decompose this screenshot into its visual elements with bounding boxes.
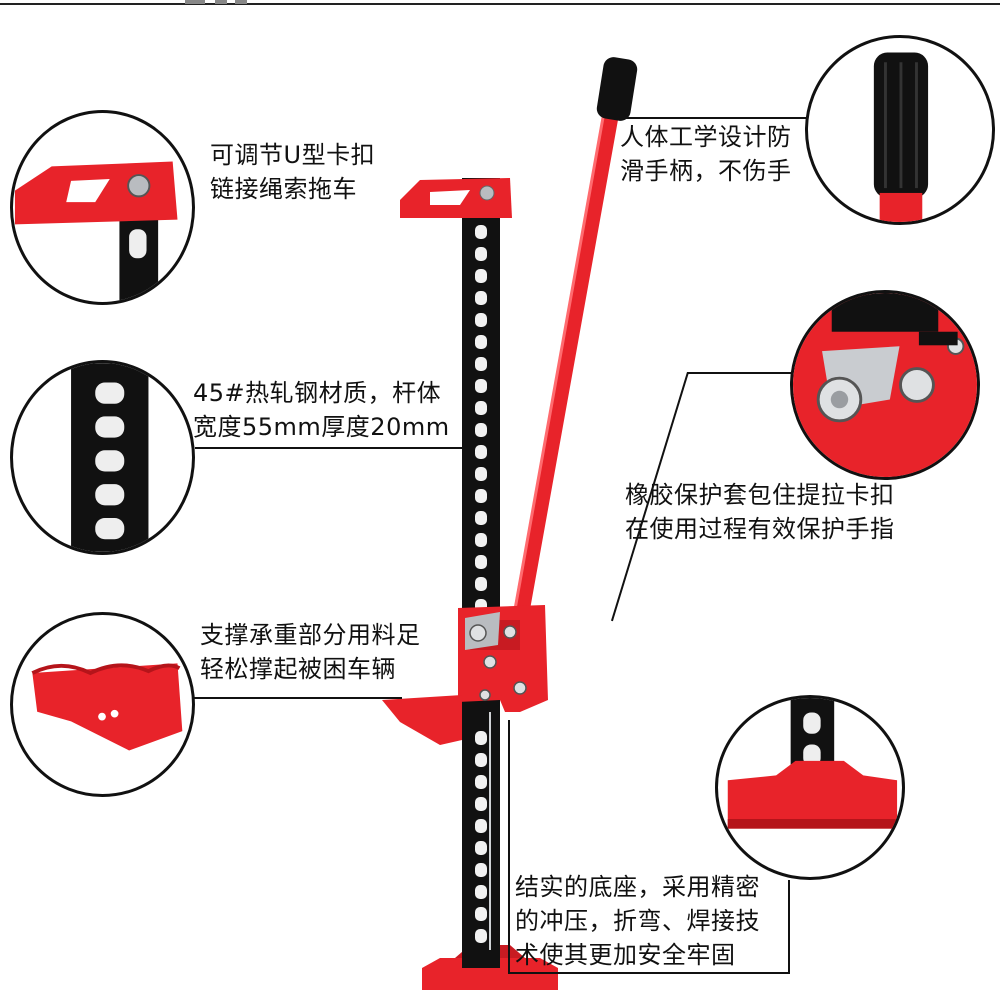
callout-line-rubber-h (687, 372, 802, 374)
bar-hole (475, 907, 487, 921)
callout-line-support (190, 697, 402, 699)
detail-circle-foot (10, 612, 195, 797)
bar-hole (475, 489, 487, 503)
bar-hole (475, 775, 487, 789)
detail-circle-bar (10, 360, 195, 555)
caption-handle: 人体工学设计防 滑手柄，不伤手 (620, 120, 792, 188)
caption-support: 支撑承重部分用料足 轻松撑起被困车辆 (200, 618, 421, 686)
detail-circle-base (715, 695, 905, 880)
bar-hole (475, 291, 487, 305)
caption-rubber: 橡胶保护套包住提拉卡扣 在使用过程有效保护手指 (625, 478, 895, 546)
bar-hole (475, 247, 487, 261)
bar-hole (475, 357, 487, 371)
bar-hole (475, 841, 487, 855)
caption-line: 滑手柄，不伤手 (620, 157, 792, 185)
bar-hole (475, 423, 487, 437)
caption-line: 术使其更加安全牢固 (515, 941, 736, 969)
bar-hole (475, 577, 487, 591)
caption-line: 在使用过程有效保护手指 (625, 515, 895, 543)
caption-base: 结实的底座，采用精密 的冲压，折弯、焊接技 术使其更加安全牢固 (515, 870, 760, 972)
caption-line: 的冲压，折弯、焊接技 (515, 907, 760, 935)
bar-hole (475, 533, 487, 547)
top-border-mark (215, 0, 227, 4)
caption-line: 链接绳索拖车 (210, 175, 357, 203)
caption-line: 橡胶保护套包住提拉卡扣 (625, 481, 895, 509)
bar-hole (475, 555, 487, 569)
caption-line: 45#热轧钢材质，杆体 (193, 379, 442, 407)
detail-circle-mechanism (790, 290, 980, 480)
bar-hole (475, 885, 487, 899)
bar-hole (475, 313, 487, 327)
bar-hole (475, 511, 487, 525)
bar-hole (475, 929, 487, 943)
bar-hole (475, 445, 487, 459)
detail-circle-u-clamp (10, 110, 195, 305)
callout-line-base-v (508, 720, 510, 972)
callout-line-base-h (508, 972, 788, 974)
top-border-mark (185, 0, 205, 4)
bar-hole (475, 269, 487, 283)
caption-line: 轻松撑起被困车辆 (200, 655, 396, 683)
bar-hole (475, 797, 487, 811)
bar-hole (475, 819, 487, 833)
caption-line: 宽度55mm厚度20mm (193, 413, 450, 441)
caption-line: 结实的底座，采用精密 (515, 873, 760, 901)
caption-line: 可调节U型卡扣 (210, 141, 376, 169)
caption-line: 人体工学设计防 (620, 123, 792, 151)
caption-material: 45#热轧钢材质，杆体 宽度55mm厚度20mm (193, 376, 450, 444)
bar-hole (475, 379, 487, 393)
callout-line-base-up (788, 880, 790, 974)
bar-hole (475, 863, 487, 877)
bar-hole (475, 467, 487, 481)
top-border-mark (235, 0, 247, 4)
bar-hole (475, 335, 487, 349)
caption-line: 支撑承重部分用料足 (200, 621, 421, 649)
detail-circle-handle (805, 35, 995, 225)
caption-u-clamp: 可调节U型卡扣 链接绳索拖车 (210, 138, 375, 206)
callout-line-material (195, 447, 472, 449)
top-border-line (0, 3, 1000, 5)
bar-hole (475, 401, 487, 415)
bar-hole (475, 753, 487, 767)
bar-hole (475, 731, 487, 745)
callout-line-handle (620, 117, 810, 119)
bar-hole (475, 225, 487, 239)
